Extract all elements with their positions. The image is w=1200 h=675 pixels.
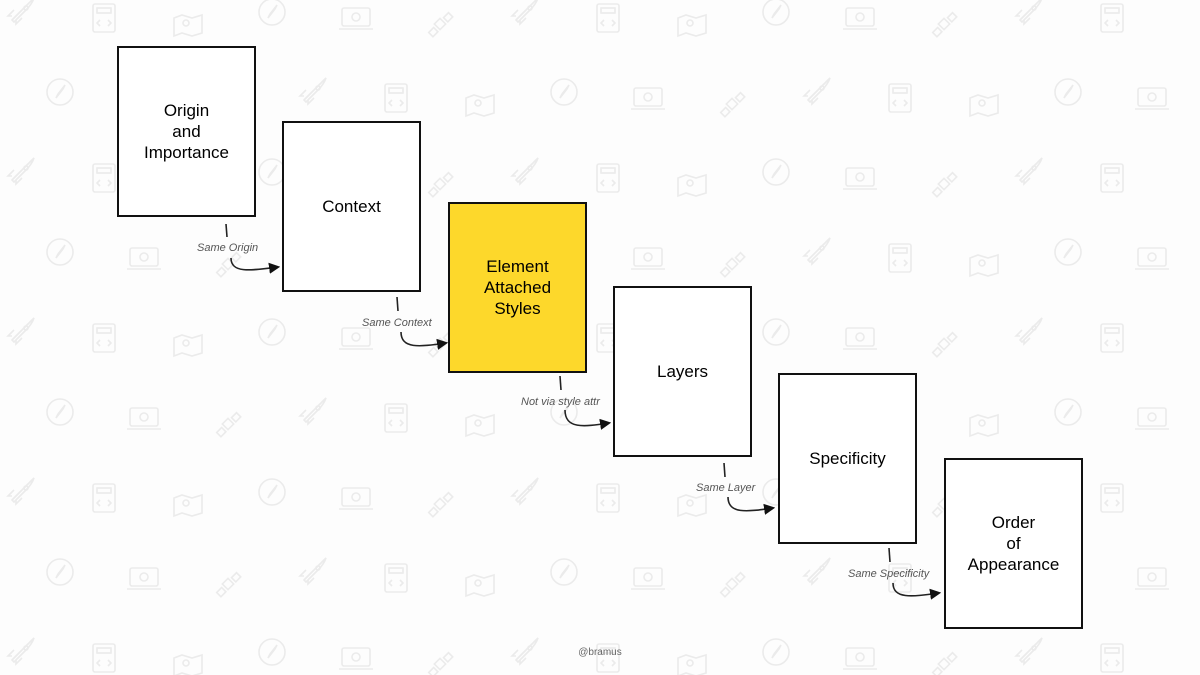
- connector-tick: [396, 296, 399, 312]
- author-credit: @bramus: [578, 647, 622, 658]
- connector-tick: [225, 223, 228, 238]
- connector-label-same-layer: Same Layer: [696, 482, 756, 494]
- connector-tick: [723, 462, 726, 478]
- connector-label-same-context: Same Context: [362, 317, 432, 329]
- step-layers: Layers: [613, 286, 752, 457]
- connector-tick: [559, 375, 562, 391]
- step-order-of-appearance: Order of Appearance: [944, 458, 1083, 629]
- connector-arrow: [230, 257, 281, 274]
- connector-arrow: [564, 409, 612, 430]
- connector-arrow: [892, 582, 942, 600]
- connector-label-same-specificity: Same Specificity: [848, 568, 930, 580]
- step-element-attached-styles: Element Attached Styles: [448, 202, 587, 373]
- step-context: Context: [282, 121, 421, 292]
- connector-label-same-origin: Same Origin: [197, 242, 259, 254]
- connector-label-not-via-style-attr: Not via style attr: [521, 396, 600, 408]
- connector-tick: [888, 547, 891, 563]
- connector-arrow: [727, 496, 776, 515]
- step-specificity: Specificity: [778, 373, 917, 544]
- step-origin-and-importance: Origin and Importance: [117, 46, 256, 217]
- connector-arrow: [400, 331, 449, 350]
